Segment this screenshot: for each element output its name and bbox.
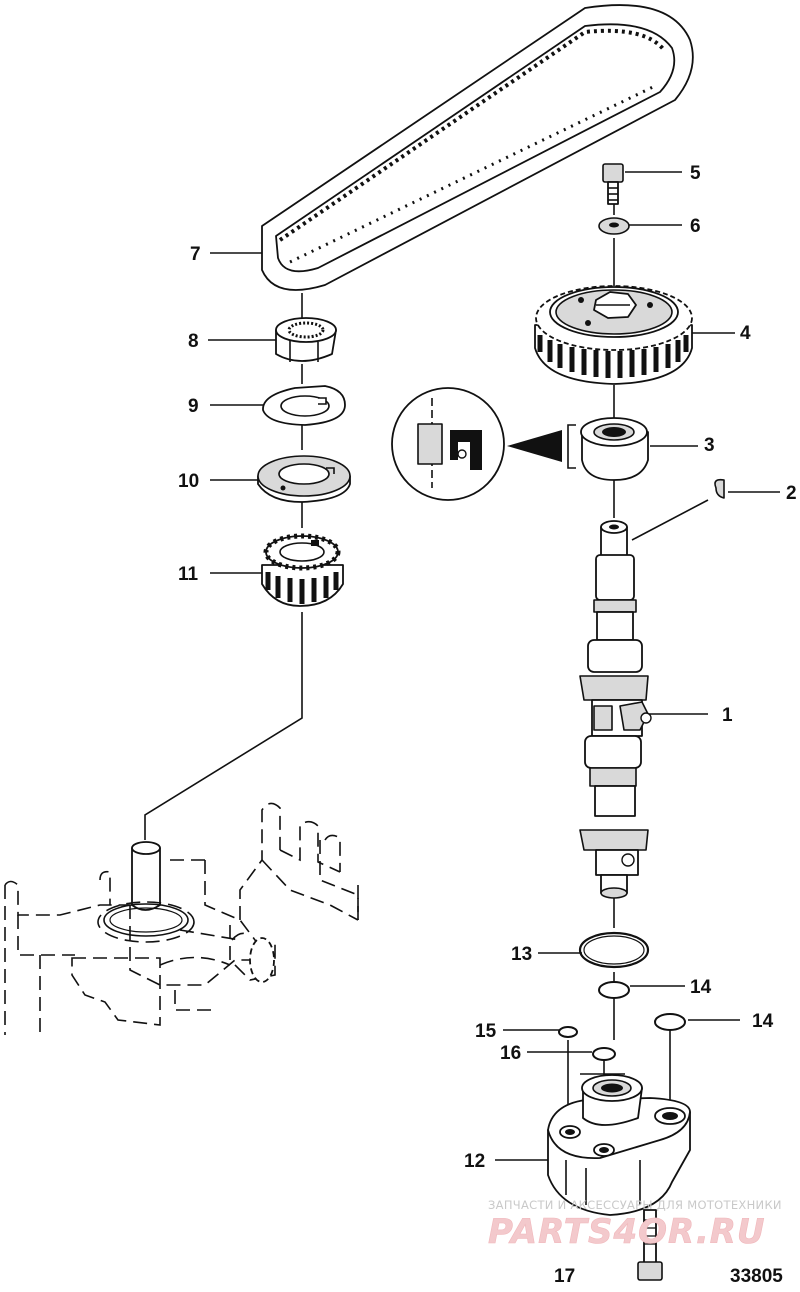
callout-9: 9 bbox=[188, 396, 199, 417]
callout-numbers: 1 2 3 4 5 6 7 8 9 10 11 12 13 14 14 15 1… bbox=[178, 163, 797, 1287]
camshaft-1 bbox=[579, 520, 652, 899]
callout-2: 2 bbox=[786, 483, 797, 504]
watermark-logo: PARTS4OR.RU bbox=[488, 1212, 766, 1252]
washer-6 bbox=[598, 217, 630, 235]
bolt-5 bbox=[602, 163, 624, 205]
callout-6: 6 bbox=[690, 216, 701, 237]
callout-14-top: 14 bbox=[690, 977, 712, 998]
o-ring-15 bbox=[558, 1026, 578, 1038]
crank-sprocket-11 bbox=[261, 533, 344, 607]
figure-number: 33805 bbox=[730, 1266, 783, 1287]
o-ring-14-right bbox=[654, 1013, 686, 1031]
seal-detail-inset bbox=[391, 387, 562, 501]
callout-3: 3 bbox=[704, 435, 715, 456]
callout-12: 12 bbox=[464, 1151, 485, 1172]
watermark-tagline: ЗАПЧАСТИ И АКСЕССУАРЫ ДЛЯ МОТОТЕХНИКИ bbox=[488, 1198, 782, 1212]
seal-3 bbox=[567, 417, 649, 481]
callout-14-right: 14 bbox=[752, 1011, 774, 1032]
woodruff-key-2 bbox=[714, 478, 725, 499]
callout-10: 10 bbox=[178, 471, 199, 492]
callout-7: 7 bbox=[190, 244, 201, 265]
o-ring-13 bbox=[578, 931, 650, 969]
callout-11: 11 bbox=[178, 564, 199, 585]
callout-15: 15 bbox=[475, 1021, 497, 1042]
watermark: ЗАПЧАСТИ И АКСЕССУАРЫ ДЛЯ МОТОТЕХНИКИ PA… bbox=[488, 1198, 782, 1252]
engine-block-phantom bbox=[4, 802, 359, 1035]
lock-washer-9 bbox=[262, 385, 346, 426]
oil-pump-12 bbox=[547, 1074, 691, 1216]
camshaft-pulley-4 bbox=[534, 285, 693, 385]
o-ring-16 bbox=[592, 1047, 616, 1061]
bolt-17 bbox=[637, 1209, 663, 1281]
nut-8 bbox=[275, 317, 337, 362]
callout-8: 8 bbox=[188, 331, 199, 352]
callout-1: 1 bbox=[722, 705, 733, 726]
timing-belt bbox=[261, 4, 694, 291]
callout-13: 13 bbox=[511, 944, 532, 965]
callout-5: 5 bbox=[690, 163, 701, 184]
callout-4: 4 bbox=[740, 323, 751, 344]
o-ring-14-top bbox=[598, 981, 630, 999]
callout-16: 16 bbox=[500, 1043, 521, 1064]
washer-10 bbox=[257, 455, 351, 503]
callout-17: 17 bbox=[554, 1266, 575, 1287]
